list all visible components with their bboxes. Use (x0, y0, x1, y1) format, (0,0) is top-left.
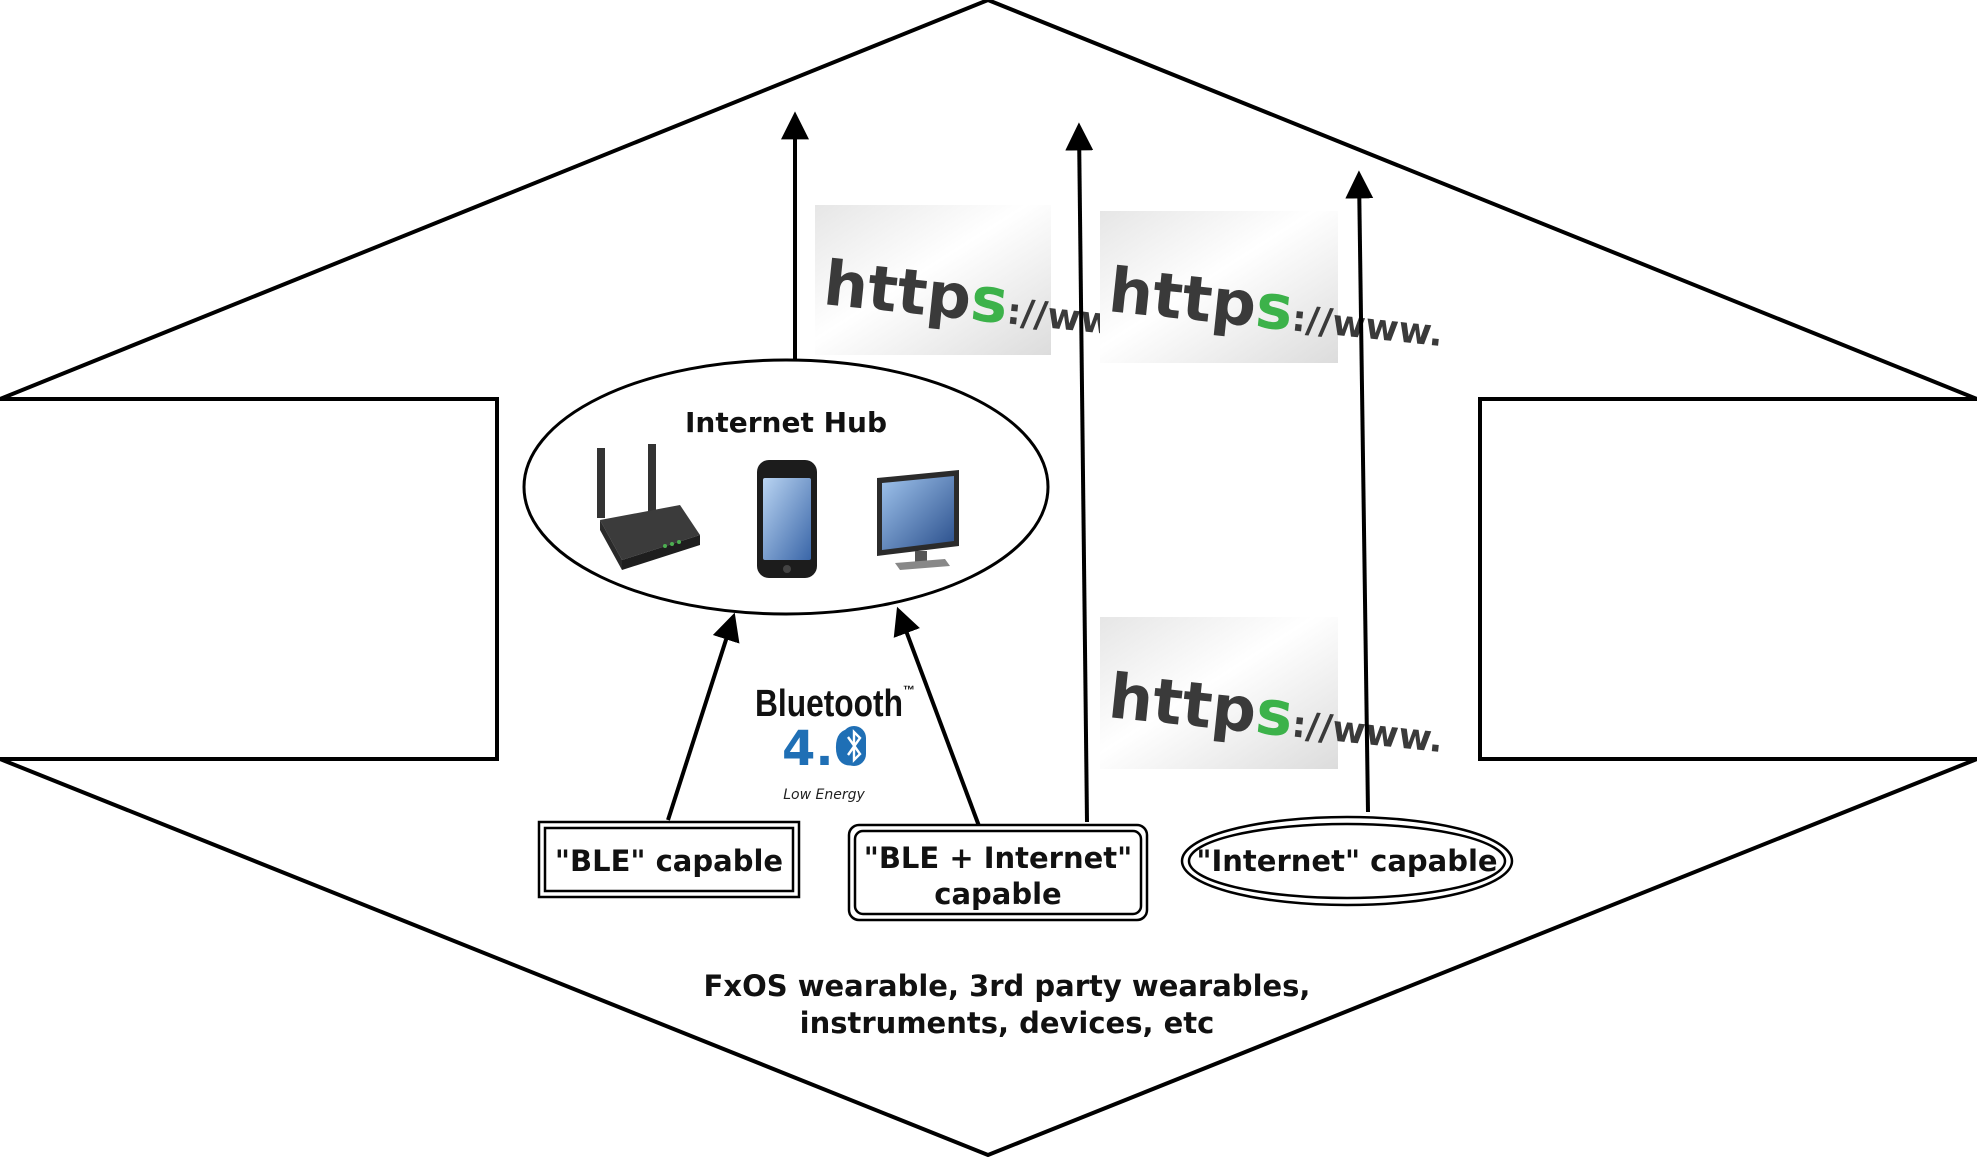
footer-line-2: instruments, devices, etc (800, 1006, 1215, 1040)
footer-line-1: FxOS wearable, 3rd party wearables, (704, 969, 1311, 1003)
node-ble-internet-label-line1: "BLE + Internet" (864, 841, 1133, 875)
arrow-ble-internet-to-cloud (1065, 122, 1094, 823)
arrow-ble-to-hub (666, 612, 740, 821)
node-ble-internet-label-line2: capable (934, 877, 1061, 911)
hub-title: Internet Hub (685, 406, 887, 439)
bluetooth-rune-icon (842, 726, 866, 766)
node-internet-capable: "Internet" capable (1180, 815, 1514, 907)
arrows (666, 111, 1374, 827)
smartphone-icon (757, 460, 817, 578)
bluetooth-subtitle: Low Energy (783, 787, 865, 803)
bluetooth-trademark: ™ (903, 683, 915, 697)
internet-hub: Internet Hub (522, 358, 1050, 616)
node-ble-internet-capable: "BLE + Internet" capable (847, 823, 1149, 922)
monitor-icon (877, 470, 959, 570)
bluetooth-logo: Bluetooth ™ 4.0 Low Energy (755, 683, 915, 803)
arrow-ble-internet-to-hub (893, 606, 981, 827)
arrow-internet-to-cloud (1345, 170, 1374, 813)
bluetooth-brand: Bluetooth (755, 683, 903, 725)
node-internet-label: "Internet" capable (1196, 844, 1497, 878)
router-icon (597, 444, 700, 570)
node-ble-capable: "BLE" capable (537, 820, 801, 899)
node-ble-label: "BLE" capable (555, 844, 783, 878)
https-banner-2: https://www. (1100, 211, 1445, 363)
